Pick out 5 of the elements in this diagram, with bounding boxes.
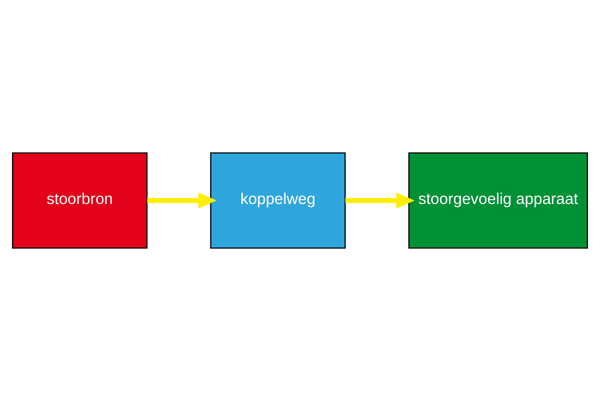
arrow (345, 192, 415, 208)
arrow (147, 192, 217, 208)
node-box: koppelweg (210, 152, 346, 248)
node-box: stoorgevoelig apparaat (408, 152, 588, 248)
node-box: stoorbron (12, 152, 148, 248)
